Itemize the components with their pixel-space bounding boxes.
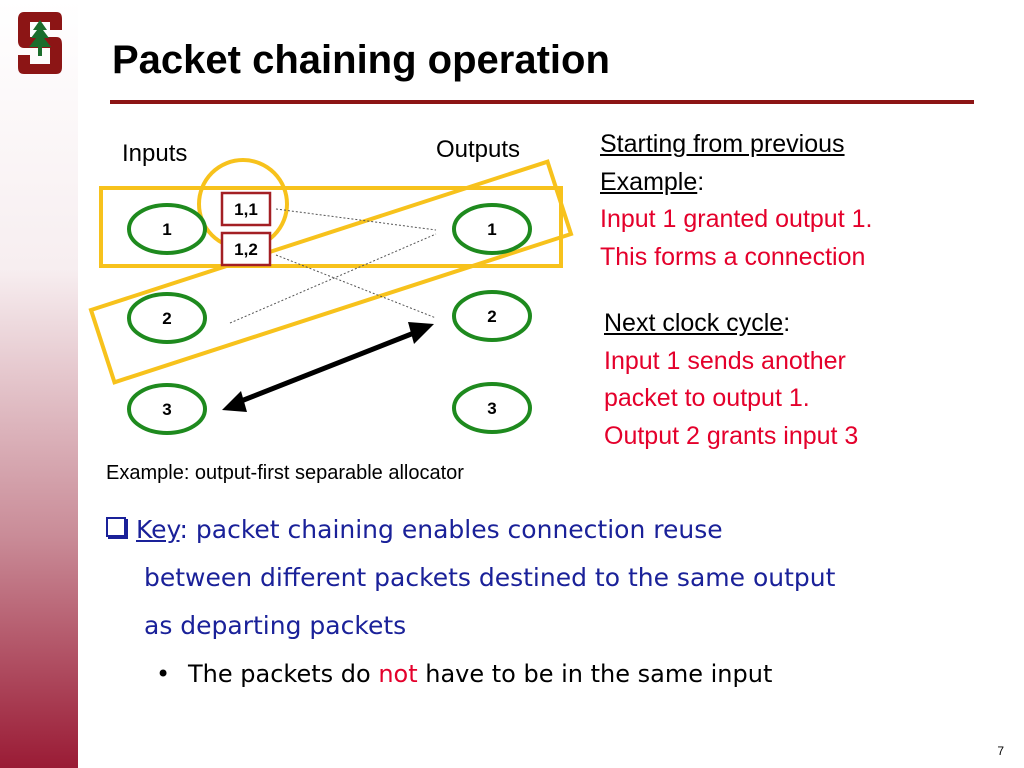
input-node-1-label: 1 <box>162 220 171 239</box>
sub-bullet-part1: The packets do <box>188 660 379 688</box>
grant-arrow <box>235 328 420 406</box>
page-number: 7 <box>997 744 1004 758</box>
sub-bullet-not: not <box>378 660 418 688</box>
input-node-2: 2 <box>127 292 207 344</box>
key-bullet-line2: between different packets destined to th… <box>144 563 836 592</box>
output-node-1: 1 <box>452 203 532 255</box>
key-bullet-line1-text: : packet chaining enables connection reu… <box>179 515 723 544</box>
request-line-1-2 <box>275 254 437 319</box>
grant-arrowhead-input <box>222 391 247 412</box>
request-box-1-2: 1,2 <box>220 231 272 267</box>
stanford-s-logo <box>18 12 62 74</box>
key-bullet: Key: packet chaining enables connection … <box>106 506 986 650</box>
note-next-clock-cycle: Next clock cycle: Input 1 sends another … <box>604 305 858 455</box>
outputs-label: Outputs <box>436 136 521 163</box>
request-box-1-1: 1,1 <box>220 191 272 227</box>
output-node-3: 3 <box>452 382 532 434</box>
grant-arrowhead-output <box>408 322 434 344</box>
connection-highlight-box <box>99 186 563 268</box>
title-rule <box>110 100 974 104</box>
input-node-2-label: 2 <box>162 309 171 328</box>
note2-line1: Input 1 sends another <box>604 346 846 375</box>
input-node-3-label: 3 <box>162 400 171 419</box>
note1-colon: : <box>697 167 705 196</box>
slide-title: Packet chaining operation <box>112 38 610 82</box>
sub-bullet-part2: have to be in the same input <box>417 660 773 688</box>
input-node-3: 3 <box>127 383 207 435</box>
diagram-caption: Example: output-first separable allocato… <box>106 462 464 484</box>
key-bullet-line3: as departing packets <box>144 611 407 640</box>
request-1-1-label: 1,1 <box>234 200 258 219</box>
bullet-dot-icon: • <box>156 660 171 688</box>
output-node-3-label: 3 <box>487 399 496 418</box>
output-node-1-label: 1 <box>487 220 496 239</box>
note2-line2: packet to output 1. <box>604 384 810 412</box>
note2-colon: : <box>783 309 791 337</box>
note1-heading-line2: Example <box>600 167 698 196</box>
note1-line1: Input 1 granted output 1. <box>600 205 873 233</box>
note1-line2: This forms a connection <box>600 242 866 271</box>
output-node-2-label: 2 <box>487 307 496 326</box>
sub-bullet: • The packets do not have to be in the sa… <box>156 660 772 688</box>
input-node-1: 1 <box>127 203 207 255</box>
note2-line3: Output 2 grants input 3 <box>604 421 859 450</box>
checkbox-bullet-icon <box>106 517 126 537</box>
note2-heading: Next clock cycle <box>604 309 784 337</box>
request-1-2-label: 1,2 <box>234 240 258 259</box>
key-bullet-line1: Key: packet chaining enables connection … <box>106 506 986 554</box>
note-previous-example: Starting from previous Example: Input 1 … <box>600 126 872 276</box>
note1-heading-line1: Starting from previous <box>600 130 845 158</box>
chained-highlight-box <box>88 159 574 385</box>
left-gradient-strip <box>0 0 78 768</box>
key-word: Key <box>136 515 180 544</box>
request-line-1-1 <box>275 208 437 231</box>
inputs-label: Inputs <box>122 140 188 167</box>
output-node-2: 2 <box>452 290 532 342</box>
request-line-2-1 <box>229 233 437 324</box>
